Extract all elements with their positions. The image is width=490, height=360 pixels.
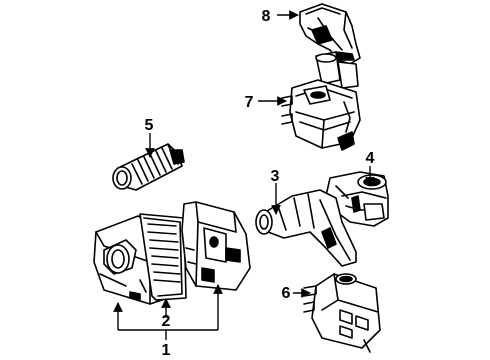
part-2-filter-element xyxy=(139,213,187,301)
callout-labels: 8 7 5 3 4 6 2 1 xyxy=(145,8,375,359)
callout-3: 3 xyxy=(271,168,280,185)
part-7-resonator xyxy=(281,51,361,151)
callout-2: 2 xyxy=(162,313,171,330)
callout-1: 1 xyxy=(162,342,171,359)
callout-7: 7 xyxy=(245,94,254,111)
part-5-flex-hose xyxy=(112,143,185,191)
part-8-upper-duct xyxy=(299,3,361,65)
callout-4: 4 xyxy=(366,150,375,167)
part-3-intake-duct xyxy=(255,189,357,267)
part-1-air-cleaner-cover xyxy=(181,201,251,291)
callout-8: 8 xyxy=(262,8,271,25)
callout-6: 6 xyxy=(282,285,291,302)
leader-lines xyxy=(113,10,375,340)
part-6-lower-resonator xyxy=(303,273,381,353)
callout-5: 5 xyxy=(145,117,154,134)
